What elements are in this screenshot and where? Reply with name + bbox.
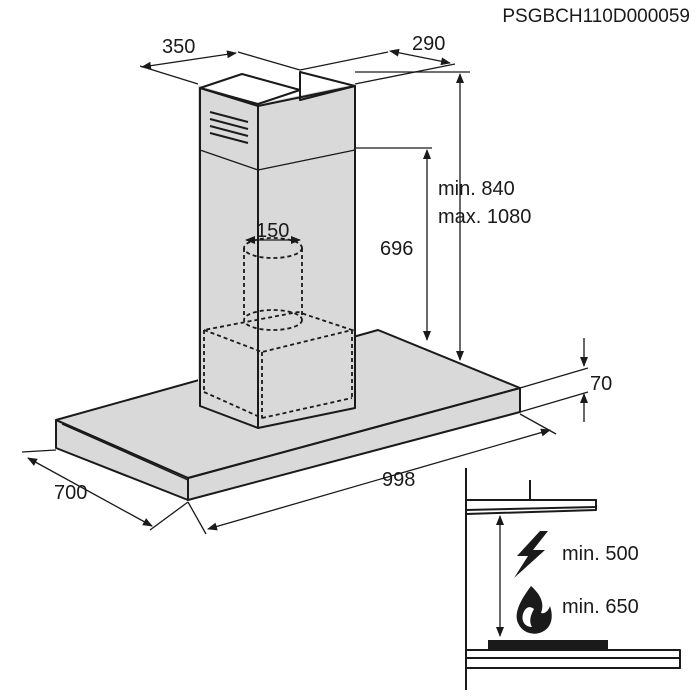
- flame-icon: [516, 586, 552, 634]
- document-code: PSGBCH110D000059: [502, 6, 690, 27]
- clearance-inset: min. 500 min. 650: [465, 468, 681, 690]
- motor-box: [200, 311, 356, 419]
- dimension-label-350: 350: [162, 36, 195, 58]
- dimension-chimney-depth: 290: [299, 33, 456, 85]
- dimension-canopy-thickness: 70: [519, 338, 612, 422]
- lightning-icon: [514, 531, 548, 578]
- dimension-label-696: 696: [380, 238, 413, 260]
- dimension-outlet-diameter: 150: [245, 220, 301, 244]
- dimension-label-700: 700: [54, 482, 87, 504]
- dimension-label-70: 70: [590, 373, 612, 395]
- dimension-chimney-width: 350: [139, 36, 301, 85]
- clearance-label-gas: min. 650: [562, 596, 639, 618]
- dimension-canopy-width: 998: [187, 413, 557, 535]
- dimension-label-998: 998: [382, 469, 415, 491]
- outlet-pipe: [243, 237, 303, 331]
- clearance-label-electric: min. 500: [562, 543, 639, 565]
- dimension-canopy-depth: 700: [21, 449, 189, 531]
- dimension-label-150: 150: [256, 220, 289, 242]
- dimension-overall-height: min. 840 max. 1080: [355, 71, 531, 361]
- vent-slots: [209, 111, 249, 144]
- chimney: [198, 71, 356, 429]
- dimension-inner-height: 696: [355, 147, 432, 341]
- dimension-label-290: 290: [412, 33, 445, 55]
- dimension-label-max-1080: max. 1080: [438, 206, 531, 228]
- dimension-label-min-840: min. 840: [438, 178, 515, 200]
